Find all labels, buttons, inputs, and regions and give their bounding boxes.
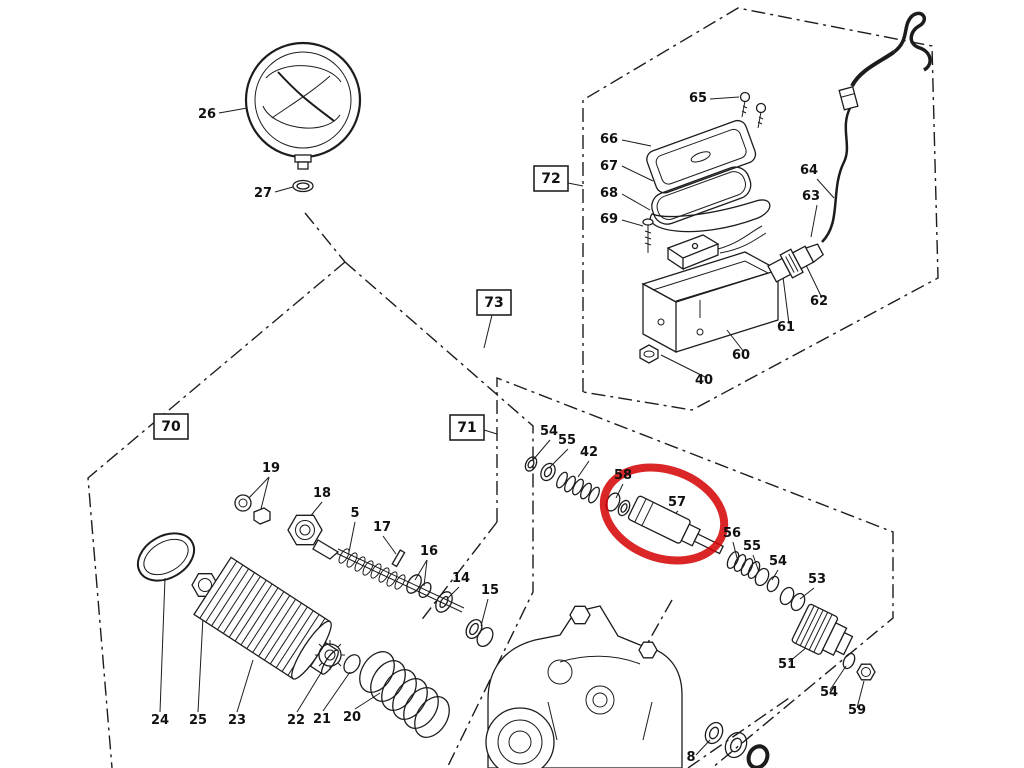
part-label-15: 15: [481, 583, 499, 598]
ring-54c: [842, 652, 856, 670]
part-label-26: 26: [198, 107, 216, 122]
group-label-73: 73: [484, 295, 503, 311]
cover-screws: [739, 91, 767, 129]
pin-17: [391, 549, 406, 568]
coupler-51: [791, 603, 854, 656]
part-label-16: 16: [420, 544, 438, 559]
pressure-gauge-part: [244, 41, 362, 170]
part-label-61: 61: [777, 320, 795, 335]
part-label-22: 22: [287, 713, 305, 728]
group-label-72: 72: [541, 171, 560, 187]
part-label-56: 56: [723, 526, 741, 541]
ring-54a: [524, 456, 538, 472]
part-label-67: 67: [600, 159, 618, 174]
ring-55a: [540, 462, 556, 482]
cover-gasket: [651, 166, 752, 225]
group-box-71: [449, 414, 485, 441]
part-label-51: 51: [778, 657, 796, 672]
part-label-54c: 54: [820, 685, 838, 700]
hex-nut-59: [856, 663, 876, 681]
part-label-40: 40: [695, 373, 713, 388]
boundary-manifold: [576, 599, 673, 768]
part-label-55a: 55: [558, 433, 576, 448]
rings-53: [779, 586, 806, 612]
boundary-group-71: [496, 376, 894, 768]
part-label-8: 8: [686, 750, 695, 765]
micro-switch: [666, 225, 767, 271]
part-labels: 26 27 65 66 67 68 69 64 63 62 61 60 40 5…: [151, 91, 866, 765]
seal-rings-8: [704, 721, 770, 768]
part-label-54a: 54: [540, 424, 558, 439]
part-label-25: 25: [189, 713, 207, 728]
serrated-ring-22: [315, 640, 345, 670]
switch-cover: [646, 119, 757, 194]
part-label-21: 21: [313, 712, 331, 727]
group-box-70: [153, 413, 189, 440]
part-label-58: 58: [614, 468, 632, 483]
boundary-group-70-left: [87, 261, 346, 768]
group-box-72: [533, 165, 569, 192]
part-label-42: 42: [580, 445, 598, 460]
pressure-switch-assembly: [639, 11, 932, 364]
oval-seal-24: [136, 532, 196, 582]
wire-loop-gasket: [649, 199, 771, 233]
part-label-64: 64: [800, 163, 818, 178]
boundary-gauge-link: [304, 212, 346, 263]
part-label-18: 18: [313, 486, 331, 501]
part-label-68: 68: [600, 186, 618, 201]
boundary-bottom-right: [687, 695, 793, 768]
group-label-71: 71: [457, 420, 476, 436]
part-label-66: 66: [600, 132, 618, 147]
part-label-24: 24: [151, 713, 169, 728]
cable-gland-stack: [767, 243, 825, 283]
part-label-63: 63: [802, 189, 820, 204]
highlight-circle-part-57: [599, 463, 729, 565]
valve-18: [287, 514, 340, 560]
piston-57: [627, 495, 724, 555]
part-label-54b: 54: [769, 554, 787, 569]
switch-box-body: [641, 251, 780, 354]
washer-14: [435, 591, 453, 613]
part-label-62: 62: [810, 294, 828, 309]
coil-spring-20: [359, 651, 450, 738]
rings-15: [465, 619, 494, 647]
part-label-20: 20: [343, 710, 361, 725]
group-box-73: [476, 289, 512, 316]
part-label-5: 5: [350, 506, 359, 521]
piston-assembly: [136, 494, 494, 738]
spring-42: [556, 471, 600, 504]
power-cable: [821, 11, 932, 243]
part-label-59: 59: [848, 703, 866, 718]
part-label-53: 53: [808, 572, 826, 587]
group-labels: 70 71 72 73: [153, 165, 569, 441]
boundary-group-72: [582, 7, 939, 411]
fittings-19: [234, 494, 271, 525]
part-label-60: 60: [732, 348, 750, 363]
part-label-27: 27: [254, 186, 272, 201]
part-label-57: 57: [668, 495, 686, 510]
washer-21: [343, 654, 361, 674]
washers-16: [406, 574, 432, 599]
box-screw: [642, 218, 654, 253]
part-label-14: 14: [452, 571, 470, 586]
boundary-group-71-lower-left: [419, 521, 498, 623]
hex-nut-40: [639, 344, 659, 364]
gauge-seal-ring: [292, 179, 314, 193]
pump-manifold: [485, 605, 683, 768]
unloader-assembly: [524, 456, 876, 681]
part-label-69: 69: [600, 212, 618, 227]
boundary-lines: [87, 7, 939, 768]
part-label-55b: 55: [743, 539, 761, 554]
part-label-17: 17: [373, 520, 391, 535]
part-label-65: 65: [689, 91, 707, 106]
part-label-19: 19: [262, 461, 280, 476]
finned-piston-23: [193, 556, 339, 680]
group-label-70: 70: [161, 419, 181, 435]
ring-54b: [766, 575, 780, 593]
ring-55b: [754, 567, 770, 587]
part-label-23: 23: [228, 713, 246, 728]
